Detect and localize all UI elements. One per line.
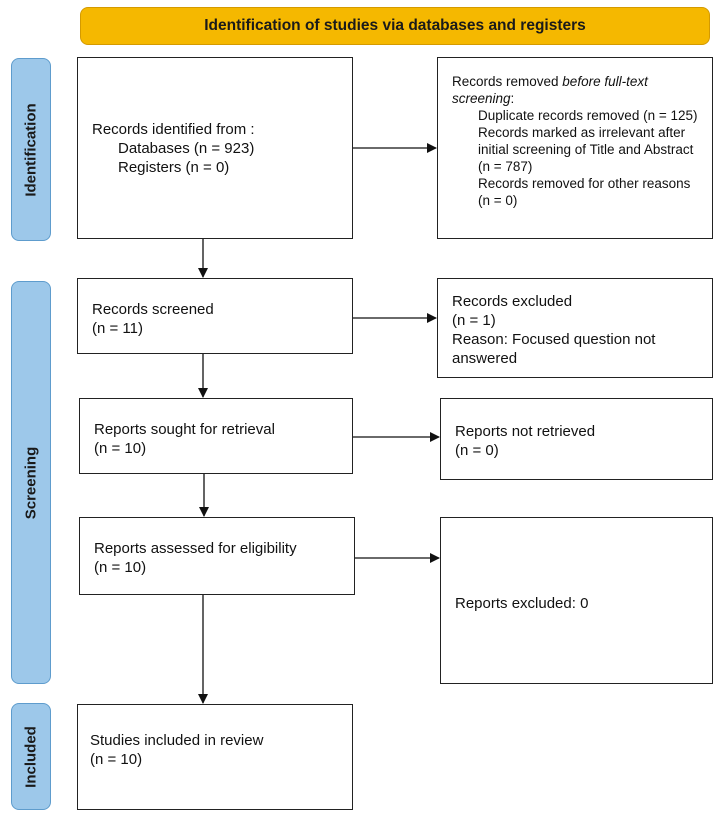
reports-not-retrieved-count: (n = 0) [455, 442, 499, 459]
records-removed-heading: Records removed before full-text screeni… [452, 73, 700, 107]
studies-included-box: Studies included in review (n = 10) [77, 704, 353, 810]
records-removed-irrelevant: Records marked as irrelevant after initi… [478, 125, 694, 174]
reports-sought-count: (n = 10) [94, 440, 147, 457]
phase-label-included: Included [11, 703, 51, 810]
phase-label-screening: Screening [11, 281, 51, 684]
studies-included-label: Studies included in review [90, 732, 264, 749]
studies-included-count: (n = 10) [90, 751, 143, 768]
records-screened-count: (n = 11) [92, 320, 143, 337]
records-identified-box: Records identified from : Databases (n =… [77, 57, 353, 239]
records-excluded-reason: Reason: Focused question not answered [452, 331, 656, 367]
records-removed-other: Records removed for other reasons (n = 0… [478, 176, 691, 208]
reports-assessed-count: (n = 10) [94, 559, 147, 576]
reports-excluded-label: Reports excluded: 0 [455, 595, 589, 612]
reports-sought-box: Reports sought for retrieval (n = 10) [79, 398, 353, 474]
phase-identification-text: Identification [22, 102, 40, 197]
phase-label-identification: Identification [11, 58, 51, 241]
records-identified-registers: Registers (n = 0) [118, 159, 230, 176]
reports-not-retrieved-box: Reports not retrieved (n = 0) [440, 398, 713, 480]
phase-screening-text: Screening [22, 446, 40, 519]
phase-included-text: Included [22, 725, 40, 788]
records-identified-databases: Databases (n = 923) [118, 140, 255, 157]
records-identified-heading: Records identified from : [92, 121, 255, 138]
reports-not-retrieved-label: Reports not retrieved [455, 423, 596, 440]
reports-sought-label: Reports sought for retrieval [94, 421, 275, 438]
reports-excluded-box: Reports excluded: 0 [440, 517, 713, 684]
records-excluded-count: (n = 1) [452, 312, 496, 329]
records-removed-duplicates: Duplicate records removed (n = 125) [478, 108, 698, 123]
records-removed-box: Records removed before full-text screeni… [437, 57, 713, 239]
records-excluded-box: Records excluded (n = 1) Reason: Focused… [437, 278, 713, 378]
records-removed-heading-italic: before full-text screening [452, 74, 648, 106]
reports-assessed-label: Reports assessed for eligibility [94, 540, 297, 557]
records-screened-label: Records screened [92, 301, 214, 318]
section-header: Identification of studies via databases … [80, 7, 710, 45]
records-excluded-label: Records excluded [452, 293, 573, 310]
section-header-title: Identification of studies via databases … [204, 17, 586, 34]
records-removed-heading-colon: : [510, 91, 515, 106]
records-screened-box: Records screened (n = 11) [77, 278, 353, 354]
reports-assessed-box: Reports assessed for eligibility (n = 10… [79, 517, 355, 595]
records-removed-heading-plain: Records removed [452, 74, 563, 89]
